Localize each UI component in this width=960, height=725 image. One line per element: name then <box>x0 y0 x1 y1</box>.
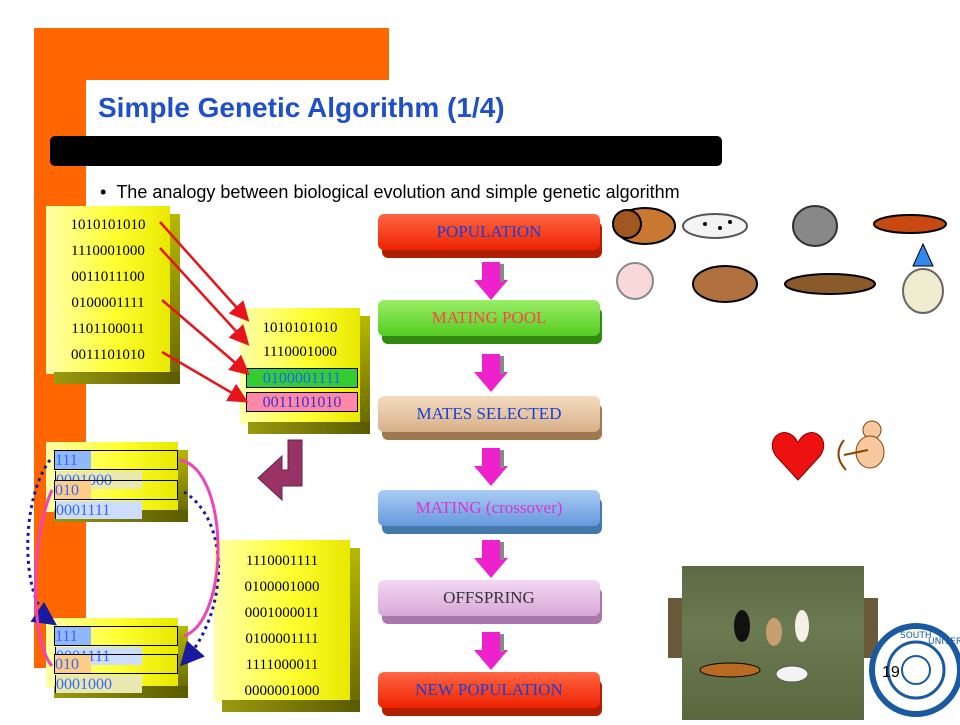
university-seal-logo: SOUTH UNIVERSITY <box>869 623 960 717</box>
flow-arrow-1 <box>474 262 508 300</box>
crossover-link-dotted-right <box>180 490 220 667</box>
title-divider-bar <box>50 136 722 166</box>
selection-arrow-3 <box>161 299 250 376</box>
offspring-string: 1111000011 <box>245 657 319 673</box>
heart-icon <box>771 432 825 481</box>
dogs-photo <box>682 566 864 720</box>
selected-string: 1110001000 <box>263 344 337 360</box>
selection-arrow-4 <box>161 350 249 403</box>
population-string: 0011011100 <box>71 269 145 285</box>
selection-arrows <box>159 221 250 403</box>
flow-arrow-2 <box>474 354 508 392</box>
page-number: 19 <box>882 664 900 681</box>
selected-string: 1010101010 <box>262 320 338 336</box>
dog-clipart-brown-dog <box>692 265 758 303</box>
dogs-clipart-group <box>612 205 947 314</box>
flow-arrow-4 <box>474 540 508 578</box>
flow-step-mating-crossover: MATING (crossover) <box>378 490 602 534</box>
flow-step-mating-pool: MATING POOL <box>378 300 602 344</box>
selected-string-highlight-pink: 0011101010 <box>246 392 358 412</box>
seal-text-university: UNIVERSITY <box>928 637 960 647</box>
dogs-photo-figures <box>699 610 809 683</box>
offspring-strings-box: 1110001111 0100001000 0001000011 0100001… <box>214 540 360 712</box>
selected-string-highlight-green: 0100001111 <box>246 368 358 388</box>
dog-clipart-dachshund <box>873 214 947 234</box>
selection-arrow-2 <box>159 247 250 346</box>
seal-text-south: SOUTH <box>900 631 932 641</box>
crossover-link-pink-left <box>34 489 54 667</box>
selected-strings-box: 1010101010 1110001000 0100001111 0011101… <box>240 308 370 434</box>
cupid-icon <box>837 420 885 471</box>
offspring-string: 1110001111 <box>245 553 319 569</box>
flow-step-new-population: NEW POPULATION <box>378 672 602 716</box>
parent-chromosome-2: 0100001111 <box>54 480 178 519</box>
offspring-string: 0000001000 <box>244 683 320 699</box>
slide-title: Simple Genetic Algorithm (1/4) <box>98 92 505 123</box>
population-string: 1010101010 <box>70 217 146 233</box>
bullet-icon: • <box>100 182 117 202</box>
dog-clipart-grey-dog <box>792 205 838 247</box>
offspring-string: 0100001111 <box>245 631 319 647</box>
population-string: 1101100011 <box>71 321 145 337</box>
dog-clipart-poodle <box>616 262 654 300</box>
flow-step-population: POPULATION <box>378 214 602 258</box>
population-string: 0100001111 <box>71 295 145 311</box>
flow-step-mates-selected: MATES SELECTED <box>378 396 602 440</box>
selection-arrow-1 <box>159 221 250 322</box>
flow-arrow-5 <box>474 632 508 670</box>
crossover-link-left <box>26 459 57 626</box>
bent-return-arrow <box>257 439 303 502</box>
population-string: 1110001000 <box>71 243 145 259</box>
dog-clipart-dalmatian <box>682 213 748 239</box>
flow-arrow-3 <box>474 448 508 486</box>
child-chromosome-2: 0100001000 <box>54 654 178 693</box>
flow-step-offspring: OFFSPRING <box>378 580 602 624</box>
population-string: 0011101010 <box>71 347 145 363</box>
dog-clipart-running-dog <box>784 273 876 295</box>
heart-cupid-clipart <box>771 420 885 481</box>
bullet-text: • The analogy between biological evoluti… <box>100 182 680 202</box>
offspring-string: 0100001000 <box>244 579 320 595</box>
population-strings-box: 1010101010 1110001000 0011011100 0100001… <box>46 206 180 384</box>
offspring-string: 0001000011 <box>244 605 320 621</box>
crossover-parents-box: 1110001000 0100001111 <box>46 442 188 522</box>
orange-frame-horizontal <box>34 28 389 80</box>
crossover-link-pink <box>179 458 220 638</box>
dog-clipart-party-dog <box>902 242 944 314</box>
dog-clipart-bulldog <box>612 207 676 245</box>
